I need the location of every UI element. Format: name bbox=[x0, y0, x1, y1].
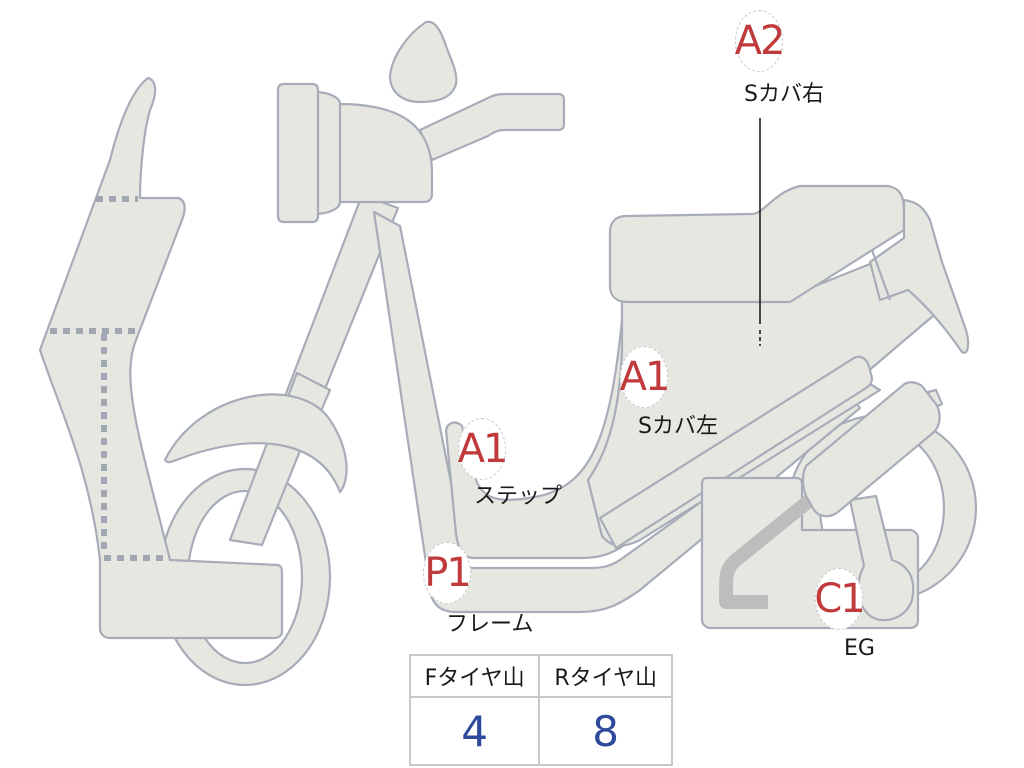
front-fender bbox=[163, 393, 348, 494]
marker-a1-seat-cover-left[interactable]: A1 bbox=[620, 346, 670, 408]
handlebar-grip bbox=[418, 92, 566, 162]
front-fork bbox=[228, 193, 400, 547]
label-seat-cover-left: Sカバ左 bbox=[638, 414, 718, 439]
leg-shield bbox=[38, 76, 284, 640]
headlight-lens bbox=[276, 82, 320, 224]
rear-tire-tread-header: Rタイヤ山 bbox=[538, 654, 673, 698]
headlight-housing bbox=[336, 102, 434, 204]
frame-tube bbox=[372, 210, 862, 614]
marker-c1-engine[interactable]: C1 bbox=[814, 568, 866, 630]
air-filter-box bbox=[801, 381, 941, 518]
front-tire-tread-header: Fタイヤ山 bbox=[408, 654, 541, 698]
label-step: ステップ bbox=[474, 484, 563, 509]
rear-tire-tread-value[interactable]: 8 bbox=[538, 696, 673, 766]
tire-tread-value-row: 4 8 bbox=[408, 696, 673, 766]
exhaust-pipe bbox=[719, 494, 815, 609]
marker-p1-frame[interactable]: P1 bbox=[423, 542, 472, 604]
marker-a2-seat-cover-right[interactable]: A2 bbox=[735, 10, 785, 72]
windscreen bbox=[388, 20, 458, 104]
tail-seam bbox=[870, 249, 892, 301]
tail-cowl bbox=[868, 198, 970, 354]
tire-tread-header-row: Fタイヤ山 Rタイヤ山 bbox=[408, 654, 673, 698]
front-tire-tread-value[interactable]: 4 bbox=[408, 696, 541, 766]
tire-tread-table: Fタイヤ山 Rタイヤ山 4 8 bbox=[408, 654, 673, 766]
front-wheel bbox=[158, 467, 332, 687]
rear-rail bbox=[598, 355, 874, 550]
label-engine: EG bbox=[844, 636, 875, 661]
label-seat-cover-right: Sカバ右 bbox=[744, 82, 824, 107]
label-frame: フレーム bbox=[446, 612, 534, 637]
headlight-rim bbox=[312, 90, 342, 216]
marker-a1-step[interactable]: A1 bbox=[458, 418, 508, 480]
